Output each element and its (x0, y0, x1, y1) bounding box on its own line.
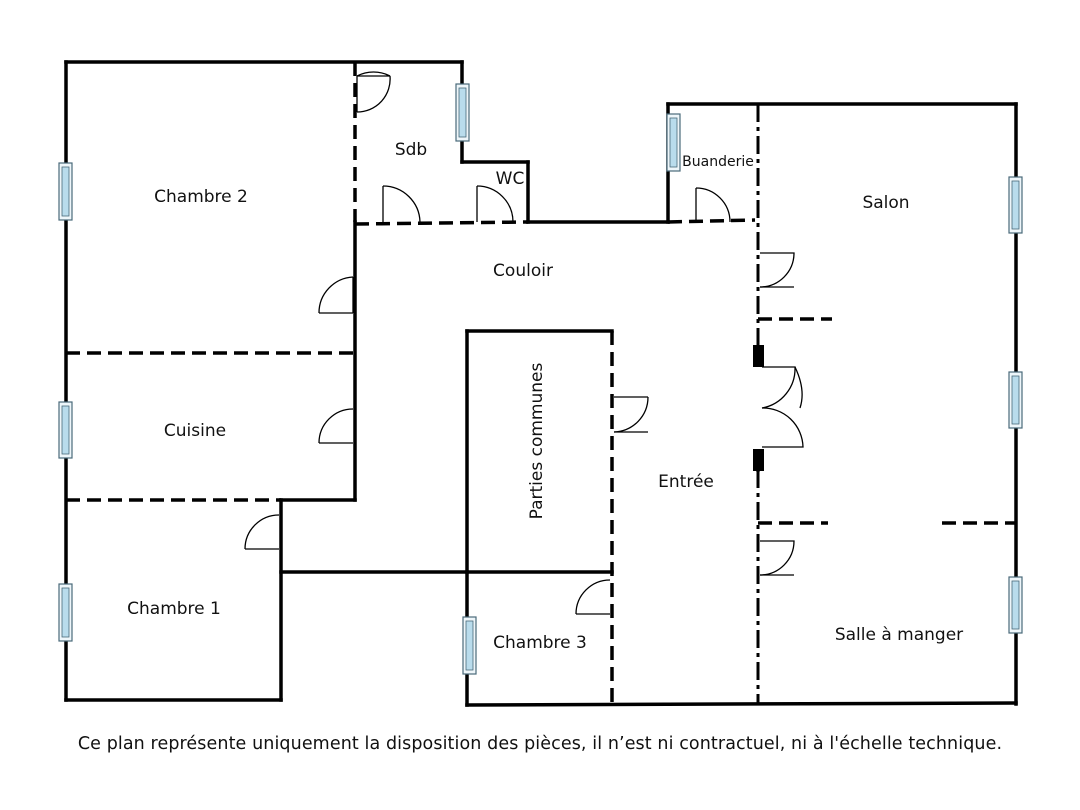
label-sdb: Sdb (395, 140, 427, 160)
label-salle-a-manger: Salle à manger (835, 625, 963, 645)
window-salon-2 (1008, 371, 1023, 429)
label-salon: Salon (862, 193, 909, 213)
window-cuisine (58, 401, 73, 459)
plan-disclaimer: Ce plan représente uniquement la disposi… (77, 734, 1003, 754)
door-chambre2 (318, 276, 354, 314)
door-sdb-top (356, 71, 391, 113)
partitions (66, 62, 1016, 705)
door-chambre1 (244, 514, 280, 550)
window-buanderie (666, 113, 681, 172)
double-door-entree (761, 366, 804, 448)
label-buanderie: Buanderie (682, 154, 754, 170)
room-labels: Chambre 2 Sdb WC Buanderie Salon Couloir… (127, 140, 963, 653)
door-wc (476, 185, 514, 223)
window-chambre2 (58, 162, 73, 221)
door-salon (759, 252, 795, 288)
window-chambre1 (58, 583, 73, 642)
window-sdb (455, 83, 470, 142)
window-salon (1008, 176, 1023, 234)
door-cuisine (318, 408, 354, 444)
door-parties-communes (613, 396, 649, 433)
windows (58, 83, 1023, 675)
label-chambre1: Chambre 1 (127, 599, 221, 619)
label-couloir: Couloir (493, 261, 553, 281)
door-buanderie (695, 187, 731, 223)
label-parties-communes: Parties communes (527, 362, 547, 519)
label-entree: Entrée (658, 472, 714, 492)
window-chambre3 (462, 616, 477, 675)
label-cuisine: Cuisine (164, 421, 226, 441)
label-chambre2: Chambre 2 (154, 187, 248, 207)
label-chambre3: Chambre 3 (493, 633, 587, 653)
door-salle-a-manger (759, 540, 795, 576)
window-salle-a-manger (1008, 576, 1023, 634)
label-wc: WC (496, 169, 525, 189)
door-sdb-bottom (382, 185, 421, 223)
door-post-top (753, 345, 764, 367)
door-chambre3 (575, 579, 611, 615)
doors (244, 71, 804, 615)
door-post-bottom (753, 449, 764, 471)
